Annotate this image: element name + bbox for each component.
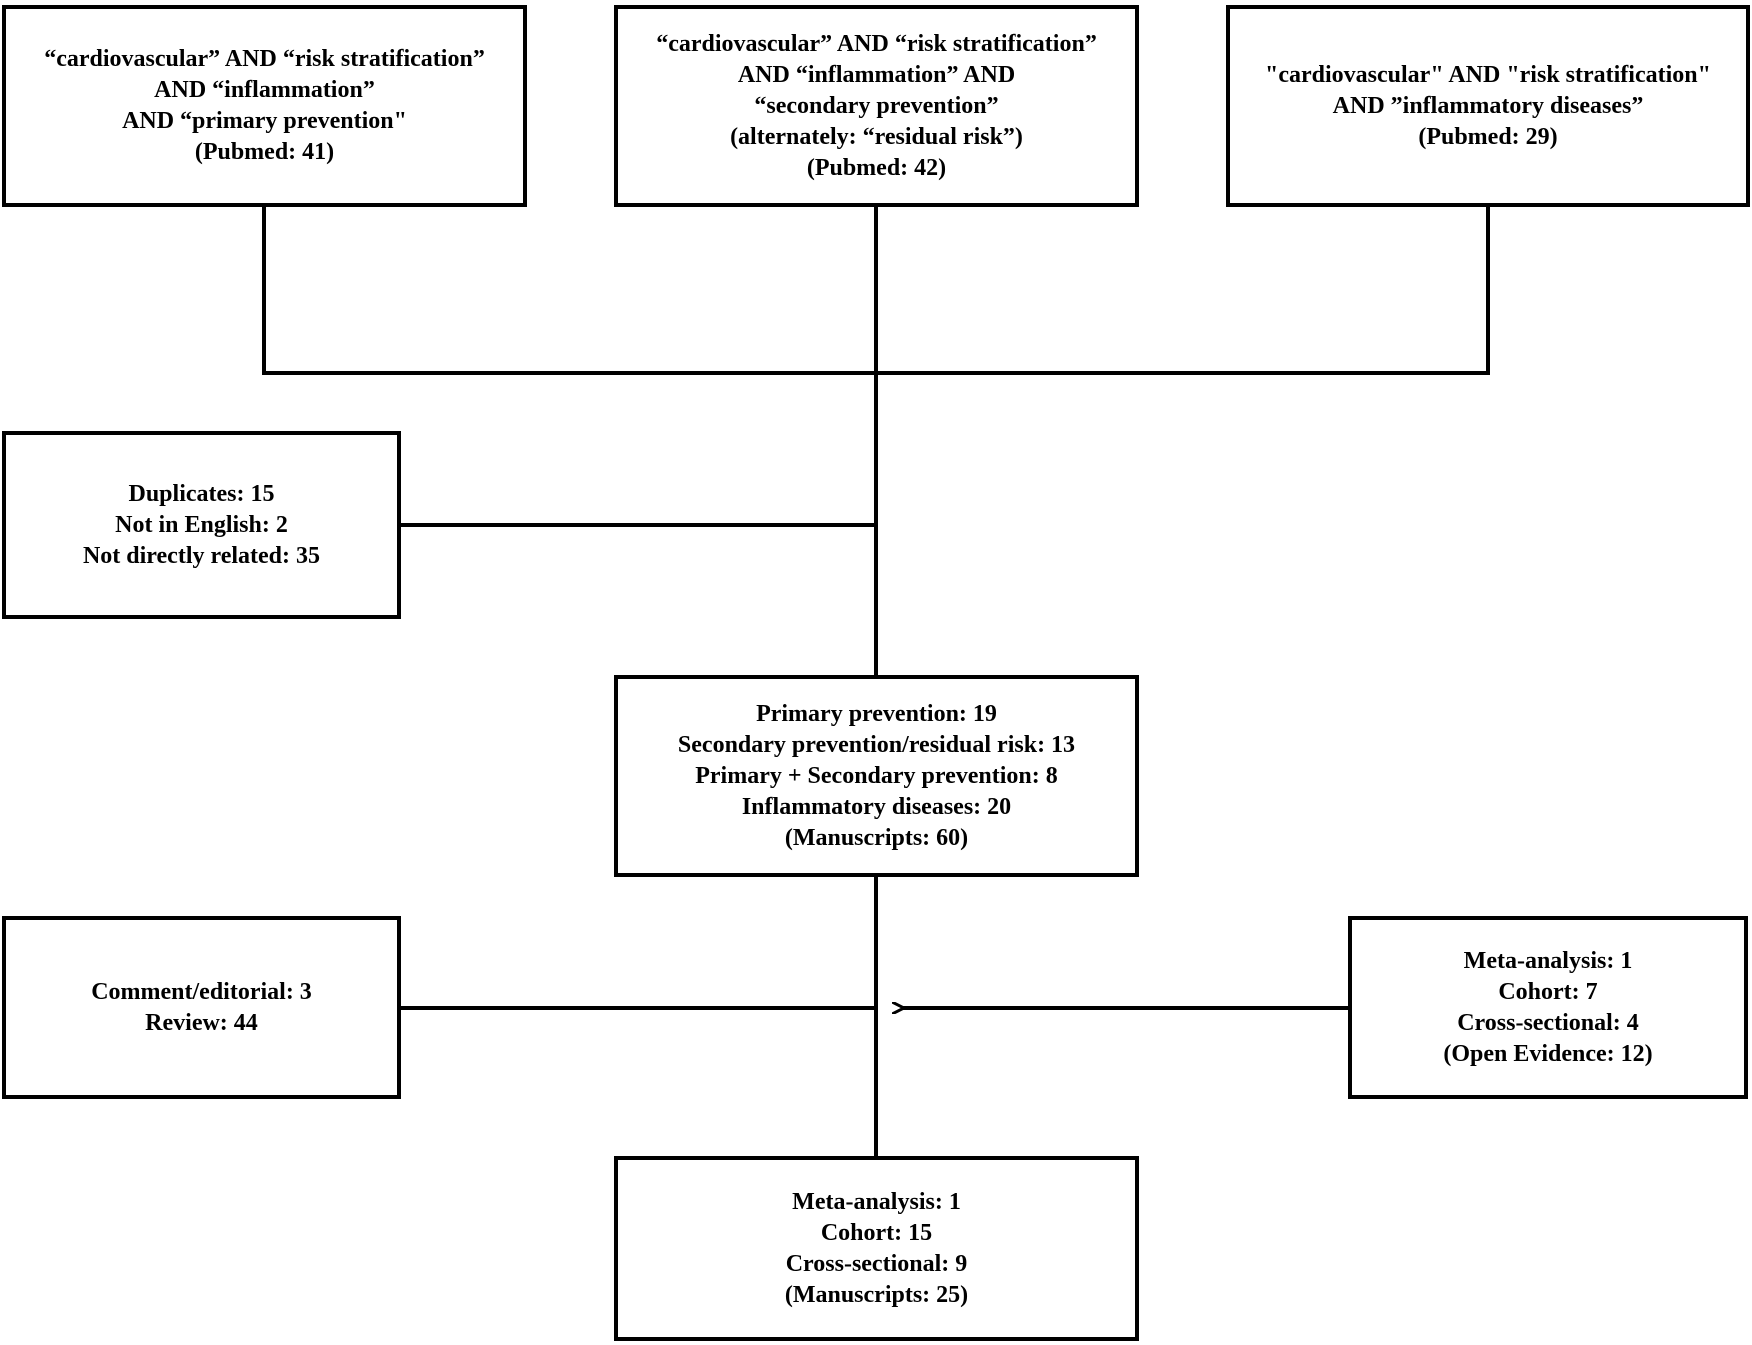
box-line: Cohort: 15 xyxy=(820,1219,933,1246)
box-line: "cardiovascular" AND "risk stratificatio… xyxy=(1265,61,1711,88)
screened-manuscripts-box: Primary prevention: 19 Secondary prevent… xyxy=(614,675,1139,877)
box-line: Primary prevention: 19 xyxy=(756,700,997,727)
search-box-secondary-prevention: “cardiovascular” AND “risk stratificatio… xyxy=(614,5,1139,207)
box-line: Not directly related: 35 xyxy=(82,542,321,569)
box-line: Primary + Secondary prevention: 8 xyxy=(695,762,1058,789)
box-line: Cross-sectional: 4 xyxy=(1457,1009,1639,1036)
box-line: “cardiovascular” AND “risk stratificatio… xyxy=(656,30,1097,57)
box-line: (alternately: “residual risk”) xyxy=(730,123,1023,150)
box-line: AND ”inflammatory diseases” xyxy=(1332,92,1644,119)
box-line: “cardiovascular” AND “risk stratificatio… xyxy=(44,46,485,72)
box-line: (Manuscripts: 60) xyxy=(784,824,969,851)
box-line: Comment/editorial: 3 xyxy=(91,978,312,1005)
removed-box: Comment/editorial: 3 Review: 44 xyxy=(2,916,401,1099)
box-line: Not in English: 2 xyxy=(115,511,288,538)
excluded-box: Duplicates: 15 Not in English: 2 Not dir… xyxy=(2,431,401,619)
box-line: Secondary prevention/residual risk: 13 xyxy=(677,731,1076,758)
box-line: (Pubmed: 41) xyxy=(194,139,335,165)
box-line: Cross-sectional: 9 xyxy=(785,1250,968,1277)
box-line: (Open Evidence: 12) xyxy=(1443,1040,1653,1067)
box-line: Duplicates: 15 xyxy=(128,480,275,507)
box-line: (Pubmed: 29) xyxy=(1418,123,1558,150)
box-line: AND “primary prevention" xyxy=(122,108,407,134)
box-line: AND “inflammation” xyxy=(154,77,375,103)
search-box-inflammatory-diseases: "cardiovascular" AND "risk stratificatio… xyxy=(1226,5,1750,207)
box-line: (Pubmed: 42) xyxy=(806,154,947,181)
final-manuscripts-box: Meta-analysis: 1 Cohort: 15 Cross-sectio… xyxy=(614,1156,1139,1341)
box-line: Cohort: 7 xyxy=(1498,978,1598,1005)
box-line: AND “inflammation” AND xyxy=(737,61,1016,88)
box-line: Inflammatory diseases: 20 xyxy=(741,793,1012,820)
box-line: Review: 44 xyxy=(145,1009,258,1036)
search-box-primary-prevention: “cardiovascular” AND “risk stratificatio… xyxy=(2,5,527,207)
box-line: Meta-analysis: 1 xyxy=(792,1188,961,1215)
box-line: “secondary prevention” xyxy=(754,92,999,119)
box-line: Meta-analysis: 1 xyxy=(1463,947,1633,974)
open-evidence-box: Meta-analysis: 1 Cohort: 7 Cross-section… xyxy=(1348,916,1748,1099)
box-line: (Manuscripts: 25) xyxy=(784,1281,969,1308)
